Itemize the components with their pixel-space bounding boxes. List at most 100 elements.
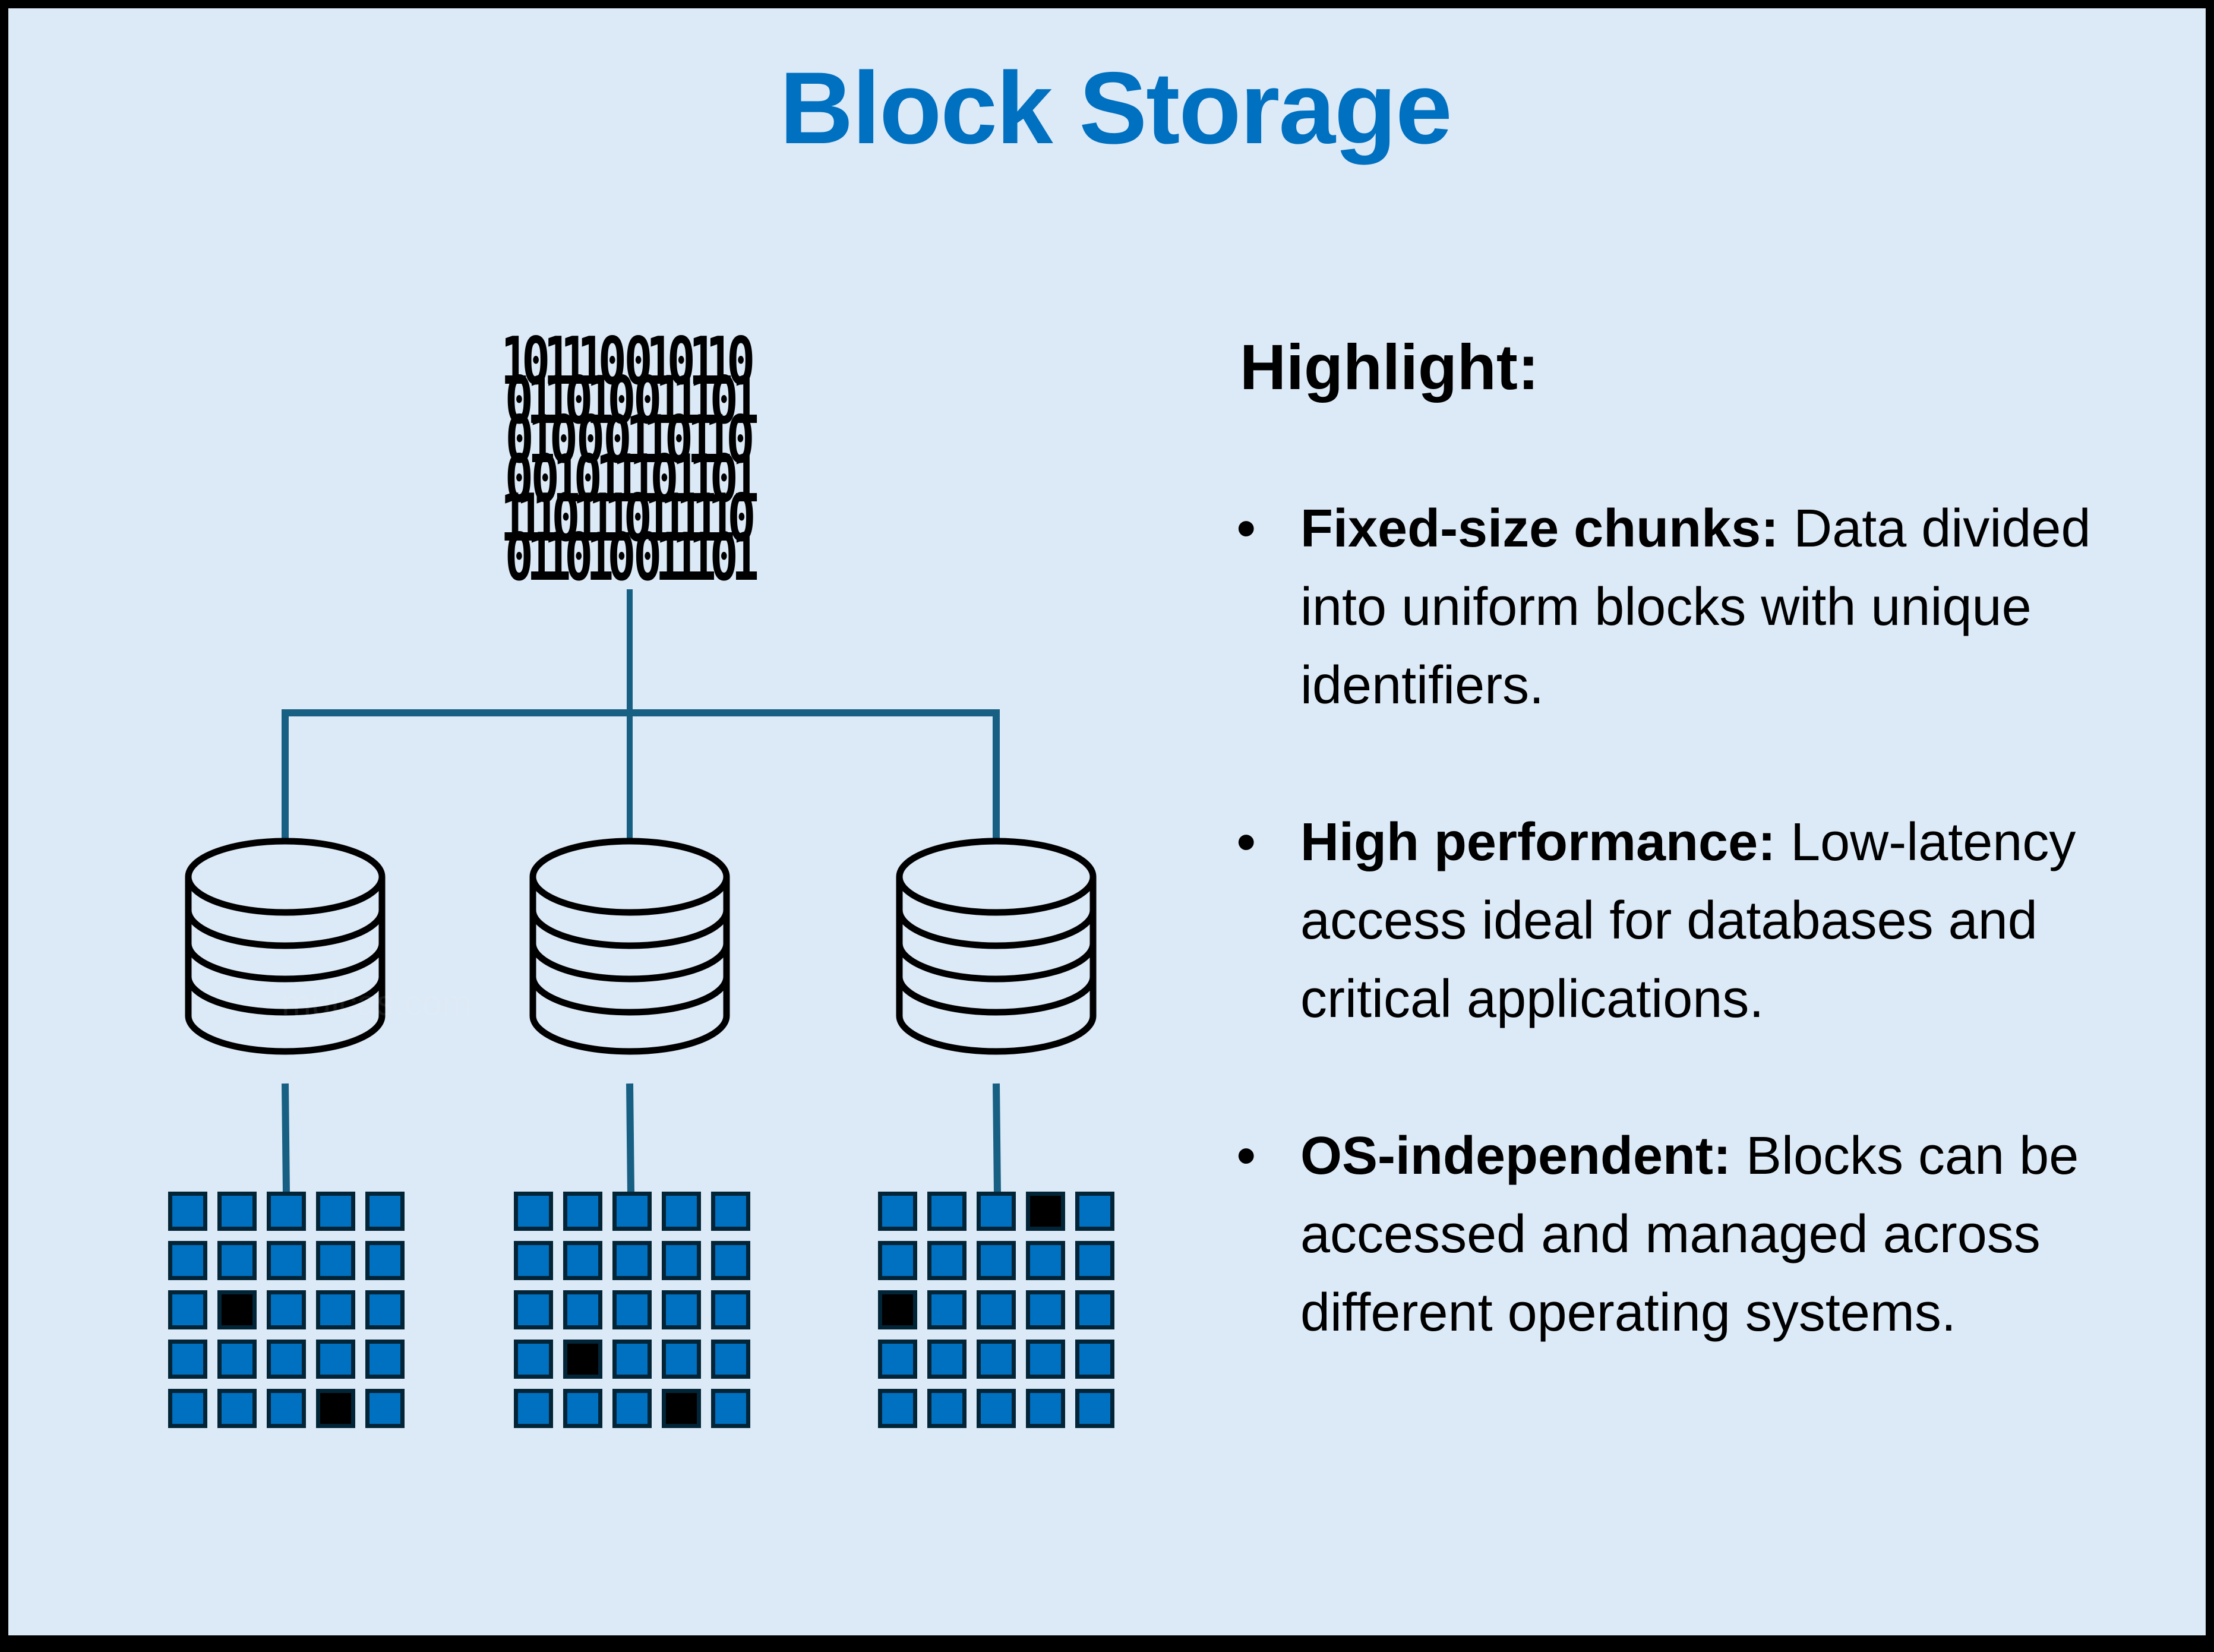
binary-digit-one: 1 (689, 441, 716, 517)
binary-digit-zero: 0 (607, 362, 636, 438)
binary-digit-one: 1 (687, 402, 715, 478)
block-cell (365, 1192, 405, 1231)
block-cell (217, 1389, 257, 1428)
block-cell (316, 1192, 355, 1231)
block-cell (1026, 1241, 1065, 1280)
block-cell (267, 1192, 306, 1231)
block-grid (514, 1192, 750, 1428)
block-cell (1075, 1241, 1114, 1280)
binary-digit-one: 1 (630, 441, 657, 517)
block-cell (927, 1389, 967, 1428)
block-cell (927, 1290, 967, 1329)
binary-digit-one: 1 (561, 324, 588, 400)
binary-digit-one: 1 (692, 481, 719, 557)
binary-digit-zero: 0 (710, 441, 738, 517)
block-cell (563, 1290, 602, 1329)
block-cell (267, 1290, 306, 1329)
bullet-term: OS-independent: (1300, 1126, 1731, 1186)
binary-digit-one: 1 (586, 363, 614, 439)
block-cell (662, 1192, 701, 1231)
block-cell (168, 1290, 207, 1329)
database-layer (529, 943, 730, 983)
binary-digit-one: 1 (501, 324, 528, 400)
database-group (185, 838, 1097, 1055)
binary-digit-zero: 0 (624, 480, 652, 556)
binary-digit-one: 1 (643, 402, 671, 478)
block-cell-used (563, 1340, 602, 1379)
grid-connector-line (626, 1083, 634, 1194)
grid-connector-line (993, 1083, 1001, 1194)
database-layer (185, 976, 386, 1016)
binary-digit-one: 1 (689, 324, 716, 400)
block-cell (168, 1340, 207, 1379)
block-cell (365, 1290, 405, 1329)
database-top (185, 838, 386, 916)
bullet-icon: • (1237, 813, 1256, 872)
block-cell (514, 1290, 553, 1329)
bullet-icon: • (1237, 1126, 1256, 1186)
block-cell (977, 1389, 1016, 1428)
block-cell-used (878, 1290, 917, 1329)
block-cell (662, 1340, 701, 1379)
binary-digit-zero: 0 (710, 362, 738, 438)
block-cell (612, 1389, 652, 1428)
binary-digit-one: 1 (544, 520, 571, 596)
block-cell (612, 1192, 652, 1231)
binary-digit-zero: 0 (710, 519, 738, 595)
block-cell-used (1026, 1192, 1065, 1231)
binary-digit-zero: 0 (505, 362, 533, 438)
block-grid (878, 1192, 1114, 1428)
binary-digit-zero: 0 (650, 441, 678, 517)
binary-digit-one: 1 (689, 520, 716, 596)
block-cell (168, 1241, 207, 1280)
block-cell (563, 1192, 602, 1231)
block-cell (514, 1192, 553, 1231)
binary-digit-zero: 0 (506, 402, 534, 478)
binary-digit-zero: 0 (633, 519, 662, 595)
database-top (896, 838, 1097, 916)
database-top (529, 838, 730, 916)
binary-data-block: 1011100101100110100111010100011011000101… (500, 323, 759, 596)
binary-digit-one: 1 (586, 520, 614, 596)
block-cell (977, 1340, 1016, 1379)
binary-digit-zero: 0 (624, 323, 653, 399)
database-icon (896, 838, 1097, 1055)
binary-digit-zero: 0 (564, 519, 593, 595)
block-cell (1075, 1389, 1114, 1428)
block-cell (365, 1340, 405, 1379)
block-cell (1026, 1389, 1065, 1428)
binary-digit-zero: 0 (576, 402, 605, 478)
bullet-item: • OS-independent: Blocks can be accessed… (1232, 1117, 2159, 1352)
binary-digit-zero: 0 (633, 362, 662, 438)
database-layer (529, 909, 730, 949)
binary-digit-zero: 0 (549, 402, 578, 478)
binary-digit-one: 1 (661, 481, 688, 557)
binary-digit-one: 1 (544, 324, 571, 400)
binary-digit-zero: 0 (505, 519, 533, 595)
block-cell (267, 1241, 306, 1280)
block-cell (878, 1192, 917, 1231)
block-cell-used (316, 1389, 355, 1428)
block-grid (168, 1192, 405, 1428)
block-cell (977, 1290, 1016, 1329)
binary-digit-zero: 0 (607, 519, 636, 595)
bullet-item: • High performance: Low-latency access i… (1232, 803, 2159, 1038)
block-cell (878, 1241, 917, 1280)
block-cell (267, 1389, 306, 1428)
block-cell (711, 1241, 750, 1280)
binary-digit-zero: 0 (531, 441, 560, 517)
binary-digit-zero: 0 (727, 323, 755, 399)
block-cell (1075, 1340, 1114, 1379)
binary-digit-one: 1 (532, 481, 560, 557)
block-cell (711, 1290, 750, 1329)
block-cell (514, 1340, 553, 1379)
block-cell (514, 1389, 553, 1428)
binary-digit-one: 1 (732, 520, 759, 596)
block-cell (927, 1340, 967, 1379)
binary-digit-one: 1 (706, 324, 733, 400)
block-cell (878, 1389, 917, 1428)
database-layer (185, 909, 386, 949)
binary-digit-one: 1 (612, 441, 640, 517)
binary-digit-zero: 0 (598, 323, 627, 399)
